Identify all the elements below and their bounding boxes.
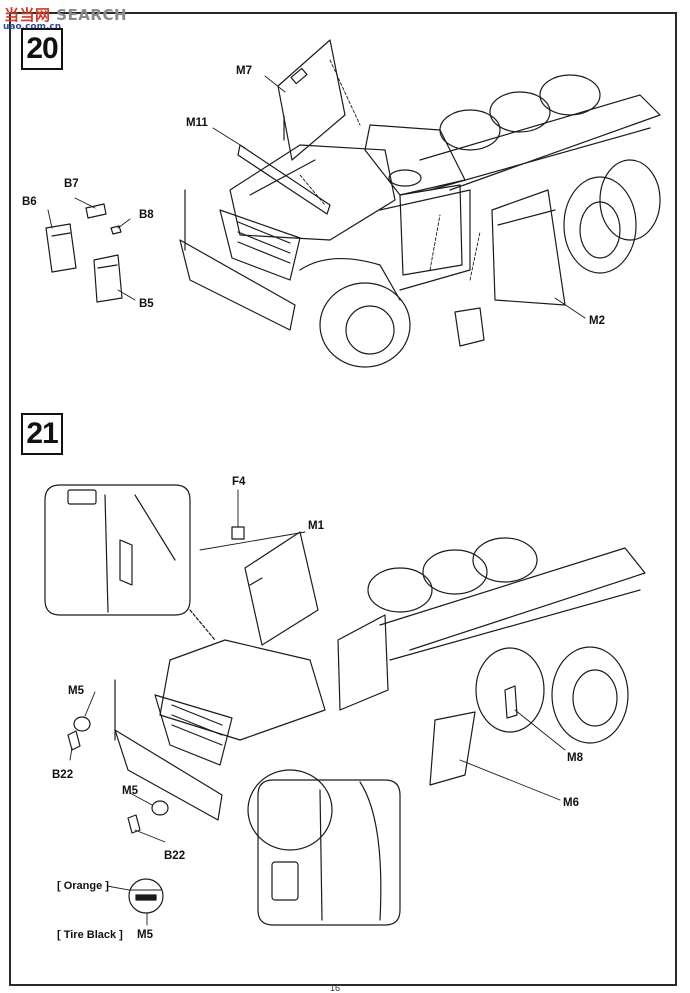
headlamps-b22-m5 bbox=[67, 716, 169, 834]
label-m11: M11 bbox=[186, 117, 208, 129]
label-b7: B7 bbox=[64, 178, 79, 190]
watermark-logo: 当当网 SEARCH bbox=[4, 4, 127, 25]
fender-m6 bbox=[429, 711, 476, 786]
label-m5-top: M5 bbox=[68, 685, 84, 697]
watermark-cjk: 当当网 bbox=[4, 6, 51, 24]
detail-callout-door bbox=[257, 779, 401, 926]
label-f4: F4 bbox=[232, 476, 246, 488]
door-panel-m2 bbox=[491, 189, 566, 306]
rear-tires-20 bbox=[439, 74, 661, 274]
label-b22-top: B22 bbox=[52, 769, 74, 781]
step-21-truck-drawing bbox=[67, 526, 646, 851]
bracket-m8 bbox=[504, 685, 518, 719]
label-m2: M2 bbox=[589, 315, 605, 327]
label-b6: B6 bbox=[22, 196, 37, 208]
step-20-number: 20 bbox=[21, 28, 63, 70]
label-m5-mid: M5 bbox=[122, 785, 138, 797]
label-b22-bottom: B22 bbox=[164, 850, 186, 862]
paint-chip-m5 bbox=[128, 878, 164, 914]
windshield-panel-m7 bbox=[277, 39, 346, 161]
bar-m11 bbox=[237, 144, 331, 215]
detail-callout-windshield bbox=[44, 484, 216, 641]
label-m7: M7 bbox=[236, 65, 252, 77]
label-m1: M1 bbox=[308, 520, 324, 532]
plate-f4 bbox=[231, 526, 245, 540]
paint-tire-black-label: [ Tire Black ] bbox=[57, 929, 123, 941]
label-m6: M6 bbox=[563, 797, 579, 809]
step-21-number: 21 bbox=[21, 413, 63, 455]
jerry-can-b5-b6 bbox=[45, 203, 123, 303]
label-b5: B5 bbox=[139, 298, 154, 310]
watermark-subtext: uao.com.cn bbox=[3, 22, 62, 32]
label-m8: M8 bbox=[567, 752, 583, 764]
page-frame bbox=[9, 12, 677, 986]
step-21-leaders bbox=[69, 489, 566, 926]
page-number: 16 bbox=[330, 983, 341, 993]
watermark-word: SEARCH bbox=[56, 6, 128, 24]
windshield-panel-m1 bbox=[244, 531, 319, 646]
label-b8: B8 bbox=[139, 209, 154, 221]
paint-part-label: M5 bbox=[137, 929, 153, 941]
step-20-leaders bbox=[47, 59, 586, 319]
paint-orange-label: [ Orange ] bbox=[57, 880, 109, 892]
step-20-truck-drawing bbox=[45, 39, 661, 368]
rear-tires-21 bbox=[367, 537, 629, 744]
